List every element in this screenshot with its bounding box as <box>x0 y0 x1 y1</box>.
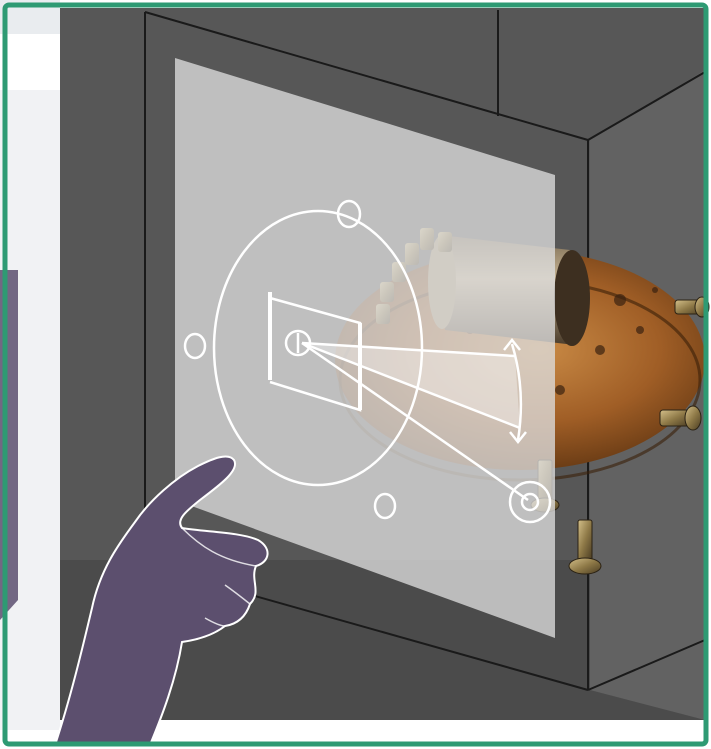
vr-museum-scene <box>0 0 711 749</box>
scene-illustration <box>0 0 711 749</box>
